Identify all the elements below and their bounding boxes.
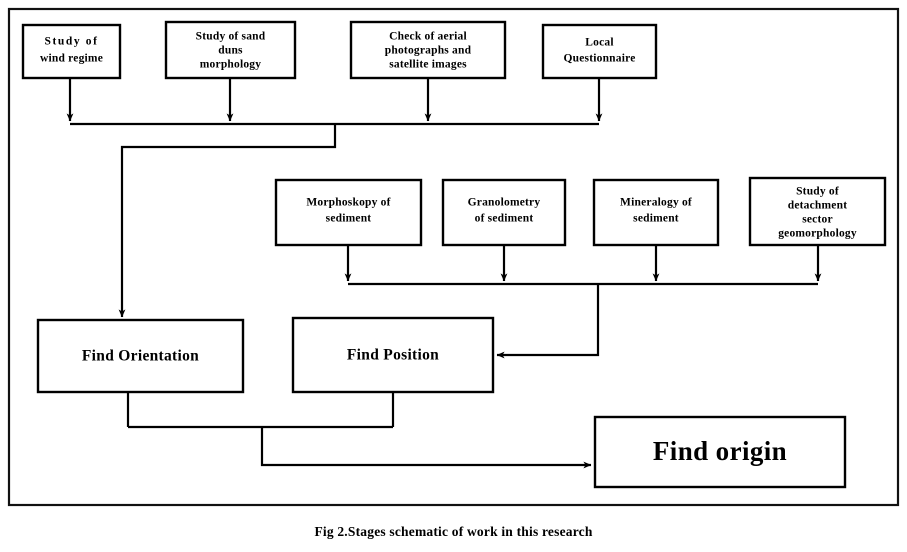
node-label-line: Morphoskopy of: [306, 197, 390, 209]
node-label-line: sector: [802, 214, 833, 226]
node-find-origin[interactable]: Find origin: [593, 415, 847, 489]
node-study-of-sand-duns-morphology[interactable]: Study of sand duns morphology: [164, 20, 297, 80]
node-label-line: Local: [585, 37, 613, 49]
node-label-line: Study of: [44, 36, 98, 48]
node-find-position[interactable]: Find Position: [291, 316, 495, 394]
node-label-line: photographs and: [385, 45, 472, 57]
node-label: Find origin: [653, 436, 787, 466]
node-label-line: Check of aerial: [389, 31, 467, 43]
node-study-of-wind-regime[interactable]: Study of wind regime: [21, 23, 122, 80]
node-label-line: duns: [218, 45, 243, 57]
node-label-line: Study of sand: [196, 31, 266, 43]
node-morphoskopy-of-sediment[interactable]: Morphoskopy of sediment: [274, 178, 423, 247]
node-find-orientation[interactable]: Find Orientation: [36, 318, 245, 394]
node-label-line: geomorphology: [778, 228, 857, 240]
node-label-line: detachment: [788, 200, 848, 212]
node-study-of-detachment-sector-geomorphology[interactable]: Study of detachment sector geomorphology: [748, 176, 887, 247]
node-granolometry-of-sediment[interactable]: Granolometry of sediment: [441, 178, 567, 247]
figure-caption: Fig 2.Stages schematic of work in this r…: [314, 524, 593, 539]
figure-frame: [7, 7, 900, 507]
node-label-line: satellite images: [389, 59, 467, 71]
node-label-line: sediment: [633, 213, 679, 225]
edge-bus-top-to-find-orientation: [118, 124, 337, 318]
node-label: Find Position: [347, 347, 439, 364]
node-local-questionnaire[interactable]: Local Questionnaire: [541, 23, 658, 80]
node-label-line: sediment: [326, 213, 372, 225]
node-label: Find Orientation: [82, 348, 199, 365]
node-label-line: of sediment: [475, 213, 534, 225]
edge-join-to-find-origin: [260, 427, 592, 469]
node-label-line: Study of: [796, 186, 839, 198]
node-mineralogy-of-sediment[interactable]: Mineralogy of sediment: [592, 178, 720, 247]
node-check-of-aerial-photographs[interactable]: Check of aerial photographs and satellit…: [349, 20, 507, 80]
edge-bus-middle-to-find-position: [496, 284, 600, 359]
node-label-line: Mineralogy of: [620, 197, 692, 209]
node-label-line: Questionnaire: [563, 53, 635, 65]
node-label-line: wind regime: [40, 53, 103, 65]
node-label-line: morphology: [200, 59, 261, 71]
node-label-line: Granolometry: [468, 197, 541, 209]
